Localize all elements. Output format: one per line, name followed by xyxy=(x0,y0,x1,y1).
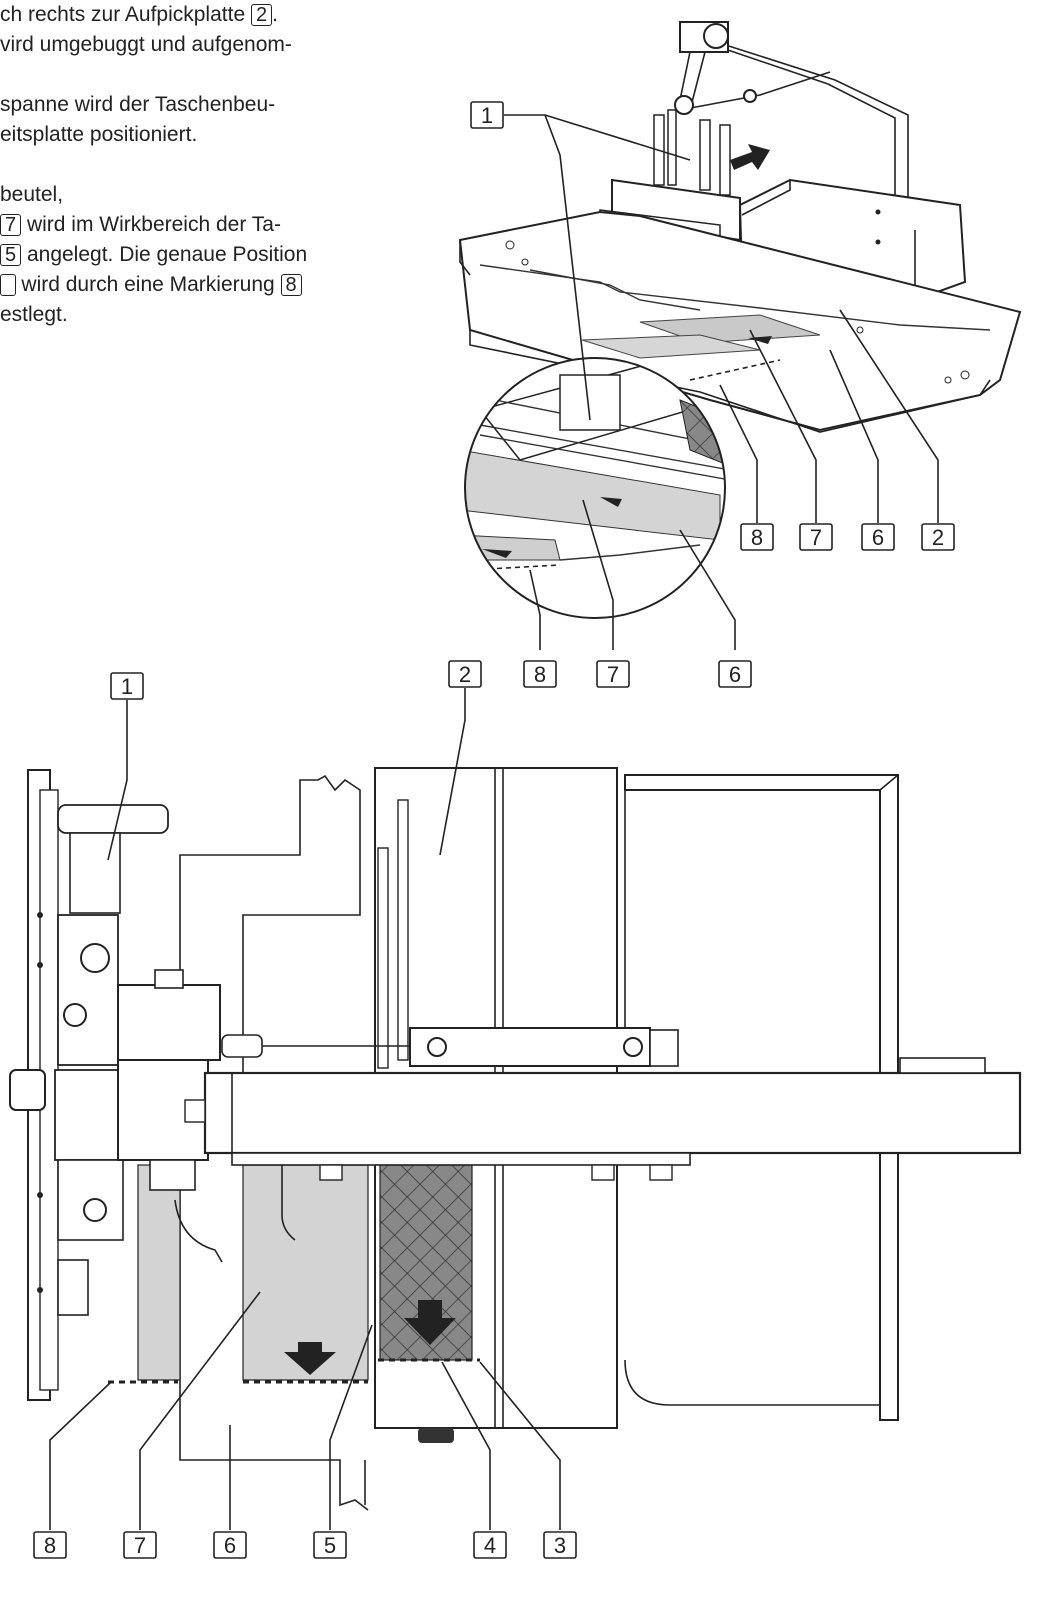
text-line-6: 7 wird im Wirkbereich der Ta- xyxy=(0,210,370,240)
callout-4-bottom: 4 xyxy=(473,1531,507,1559)
svg-text:1: 1 xyxy=(481,103,493,128)
callout-5-bottom: 5 xyxy=(313,1531,347,1559)
callout-2-top: 2 xyxy=(921,523,955,551)
ref-blank xyxy=(0,274,16,296)
ref-7: 7 xyxy=(0,214,22,236)
callout-8-bottom: 8 xyxy=(33,1531,67,1559)
callout-7-detail: 7 xyxy=(596,660,630,688)
text-line-9: estlegt. xyxy=(0,303,68,326)
text-line-2: vird umgebuggt und aufgenom- xyxy=(0,33,292,56)
bottom-figure-callouts: 1 2 8 7 6 5 4 3 xyxy=(33,660,577,1559)
svg-text:7: 7 xyxy=(134,1533,146,1558)
svg-text:6: 6 xyxy=(224,1533,236,1558)
svg-text:3: 3 xyxy=(554,1533,566,1558)
svg-text:2: 2 xyxy=(932,525,944,550)
text-line-4: eitsplatte positioniert. xyxy=(0,123,198,146)
text-line-3: spanne wird der Taschenbeu- xyxy=(0,93,276,116)
callout-6-detail: 6 xyxy=(718,660,752,688)
ref-5: 5 xyxy=(0,244,22,266)
ref-2: 2 xyxy=(250,4,273,26)
front-view-figure xyxy=(9,688,1022,1530)
callout-6-bottom: 6 xyxy=(213,1531,247,1559)
svg-text:6: 6 xyxy=(729,662,741,687)
text-line-7: 5 angelegt. Die genaue Position xyxy=(0,240,370,270)
callout-7-top: 7 xyxy=(799,523,833,551)
top-figure-callouts: 1 8 7 6 2 8 7 6 xyxy=(470,101,955,688)
callout-1-bottom: 1 xyxy=(110,672,144,700)
text-line-1: ch rechts zur Aufpickplatte 2. xyxy=(0,3,278,26)
text-line-5: beutel, xyxy=(0,183,64,206)
ref-8: 8 xyxy=(280,274,302,296)
instruction-text: ch rechts zur Aufpickplatte 2. vird umge… xyxy=(0,0,370,330)
isometric-machine-figure xyxy=(458,21,1022,650)
svg-text:2: 2 xyxy=(459,662,471,687)
svg-text:7: 7 xyxy=(607,662,619,687)
svg-text:6: 6 xyxy=(872,525,884,550)
callout-7-bottom: 7 xyxy=(123,1531,157,1559)
callout-8-detail: 8 xyxy=(523,660,557,688)
svg-text:8: 8 xyxy=(534,662,546,687)
callout-8-top: 8 xyxy=(740,523,774,551)
callout-2-bottom: 2 xyxy=(448,660,482,688)
svg-text:4: 4 xyxy=(484,1533,496,1558)
svg-text:1: 1 xyxy=(121,674,133,699)
svg-text:7: 7 xyxy=(810,525,822,550)
callout-6-top: 6 xyxy=(861,523,895,551)
svg-text:8: 8 xyxy=(751,525,763,550)
svg-text:5: 5 xyxy=(324,1533,336,1558)
text-line-8: wird durch eine Markierung 8 xyxy=(0,270,370,300)
svg-text:8: 8 xyxy=(44,1533,56,1558)
callout-1-top: 1 xyxy=(470,101,504,129)
callout-3-bottom: 3 xyxy=(543,1531,577,1559)
